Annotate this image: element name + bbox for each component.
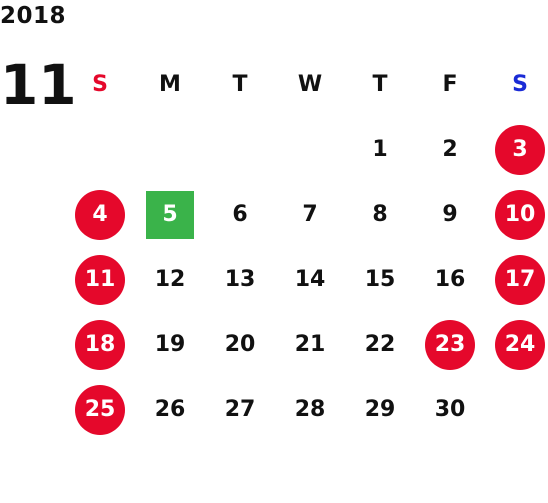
day-number: 28 <box>294 396 326 422</box>
day-number: 2 <box>442 136 458 162</box>
weekday-header: T <box>205 52 275 117</box>
holiday-day-number: 25 <box>75 384 125 435</box>
day-cell[interactable]: 14 <box>275 247 345 312</box>
day-number: 9 <box>442 201 458 227</box>
weekday-header: S <box>485 52 548 117</box>
day-cell[interactable]: 28 <box>275 377 345 442</box>
day-cell[interactable]: 8 <box>345 182 415 247</box>
day-number: 22 <box>364 331 396 357</box>
day-number: 27 <box>224 396 256 422</box>
day-number: 21 <box>294 331 326 357</box>
day-number: 29 <box>364 396 396 422</box>
weekday-header: T <box>345 52 415 117</box>
day-number: 20 <box>224 331 256 357</box>
day-cell[interactable]: 3 <box>485 117 548 182</box>
weekday-label: T <box>372 72 388 97</box>
day-cell[interactable]: 17 <box>485 247 548 312</box>
holiday-day-number: 3 <box>495 124 545 175</box>
day-cell[interactable]: 23 <box>415 312 485 377</box>
day-cell[interactable]: 11 <box>65 247 135 312</box>
weekday-label: M <box>159 72 181 97</box>
weekday-label: F <box>442 72 458 97</box>
weekday-header: F <box>415 52 485 117</box>
day-cell[interactable]: 24 <box>485 312 548 377</box>
day-cell[interactable]: 9 <box>415 182 485 247</box>
month-number: 11 <box>0 53 77 117</box>
day-cell[interactable]: 18 <box>65 312 135 377</box>
day-cell[interactable]: 15 <box>345 247 415 312</box>
holiday-day-number: 11 <box>75 254 125 305</box>
day-cell[interactable]: 1 <box>345 117 415 182</box>
day-cell[interactable]: 30 <box>415 377 485 442</box>
day-number: 30 <box>434 396 466 422</box>
day-cell[interactable]: 6 <box>205 182 275 247</box>
holiday-day-number: 10 <box>495 189 545 240</box>
day-cell[interactable]: 29 <box>345 377 415 442</box>
holiday-day-number: 17 <box>495 254 545 305</box>
day-number: 13 <box>224 266 256 292</box>
day-cell[interactable]: 22 <box>345 312 415 377</box>
day-cell[interactable]: 26 <box>135 377 205 442</box>
weekday-label: S <box>512 72 528 97</box>
day-cell[interactable]: 2 <box>415 117 485 182</box>
day-cell[interactable]: 4 <box>65 182 135 247</box>
day-number: 15 <box>364 266 396 292</box>
day-number: 6 <box>232 201 248 227</box>
day-number: 8 <box>372 201 388 227</box>
weekday-label: W <box>297 72 323 97</box>
day-cell[interactable]: 5 <box>135 182 205 247</box>
holiday-day-number: 24 <box>495 319 545 370</box>
day-number: 14 <box>294 266 326 292</box>
weekday-label: T <box>232 72 248 97</box>
day-number: 26 <box>154 396 186 422</box>
day-cell[interactable]: 12 <box>135 247 205 312</box>
holiday-day-number: 23 <box>425 319 475 370</box>
day-cell[interactable]: 25 <box>65 377 135 442</box>
day-number: 7 <box>302 201 318 227</box>
holiday-day-number: 4 <box>75 189 125 240</box>
day-cell[interactable]: 21 <box>275 312 345 377</box>
day-number: 1 <box>372 136 388 162</box>
day-number: 16 <box>434 266 466 292</box>
weekday-header: M <box>135 52 205 117</box>
weekday-header: S <box>65 52 135 117</box>
day-cell[interactable]: 27 <box>205 377 275 442</box>
weekday-label: S <box>92 72 108 97</box>
day-cell[interactable]: 20 <box>205 312 275 377</box>
day-cell[interactable]: 13 <box>205 247 275 312</box>
day-cell[interactable]: 19 <box>135 312 205 377</box>
today-day-number: 5 <box>146 190 194 239</box>
day-number: 19 <box>154 331 186 357</box>
year-label: 2018 <box>0 3 67 29</box>
day-cell[interactable]: 10 <box>485 182 548 247</box>
day-cell[interactable]: 16 <box>415 247 485 312</box>
holiday-day-number: 18 <box>75 319 125 370</box>
day-number: 12 <box>154 266 186 292</box>
day-cell[interactable]: 7 <box>275 182 345 247</box>
weekday-header: W <box>275 52 345 117</box>
